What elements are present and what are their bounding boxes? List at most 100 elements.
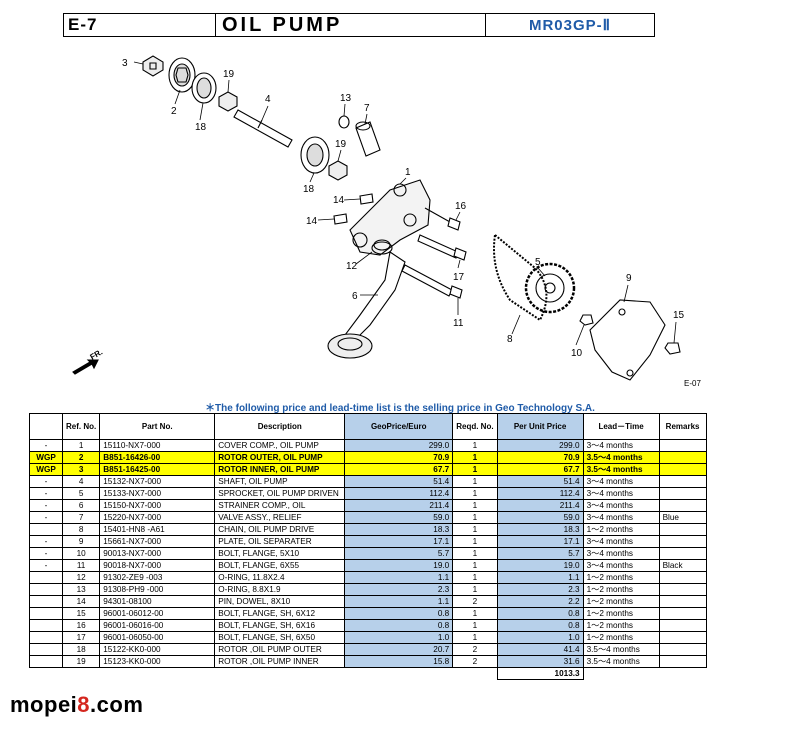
model-code: MR03GP-Ⅱ bbox=[528, 17, 612, 34]
cell-desc: ROTOR ,OIL PUMP OUTER bbox=[214, 643, 346, 656]
cell-reqd: 1 bbox=[452, 487, 498, 500]
cell-desc: SPROCKET, OIL PUMP DRIVEN bbox=[214, 487, 346, 500]
cell-desc: PLATE, OIL SEPARATER bbox=[214, 535, 346, 548]
cell-part: 15661-NX7-000 bbox=[99, 535, 216, 548]
total-spacer-right bbox=[583, 668, 706, 680]
cell-part: 15401-HN8 -A61 bbox=[99, 523, 216, 536]
cell-part: 94301-08100 bbox=[99, 595, 216, 608]
cell-lead: 1～2 months bbox=[582, 571, 660, 584]
cell-ref: 10 bbox=[61, 547, 101, 560]
cell-desc: CHAIN, OIL PUMP DRIVE bbox=[214, 523, 346, 536]
cell-price: 211.4 bbox=[344, 499, 454, 512]
part-17-drawing bbox=[417, 234, 467, 261]
cell-unit: 17.1 bbox=[496, 535, 584, 548]
cell-desc: BOLT, FLANGE, SH, 6X16 bbox=[214, 619, 346, 632]
cell-lead: 3.5～4 months bbox=[582, 655, 660, 668]
cell-flag bbox=[29, 607, 63, 620]
cell-remarks bbox=[658, 595, 707, 608]
cell-reqd: 1 bbox=[452, 547, 498, 560]
cell-ref: 8 bbox=[61, 523, 101, 536]
callout-19: 19 bbox=[223, 69, 235, 80]
section-code: E-7 bbox=[64, 14, 216, 36]
callout-16: 16 bbox=[455, 201, 467, 212]
cell-flag bbox=[29, 643, 63, 656]
cell-part: B851-16425-00 bbox=[99, 463, 216, 476]
cell-flag: WGP bbox=[29, 451, 63, 464]
watermark-prefix: mopei bbox=[10, 692, 78, 717]
callout-3: 3 bbox=[122, 58, 128, 69]
part-10-drawing bbox=[579, 314, 594, 326]
cell-desc: O-RING, 11.8X2.4 bbox=[214, 571, 346, 584]
part-5-drawing bbox=[524, 262, 576, 314]
callout-8: 8 bbox=[507, 334, 513, 345]
cell-ref: 7 bbox=[61, 511, 101, 524]
cell-desc: STRAINER COMP., OIL bbox=[214, 499, 346, 512]
cell-price: 299.0 bbox=[344, 439, 454, 452]
cell-reqd: 1 bbox=[452, 559, 498, 572]
cell-ref: 19 bbox=[61, 655, 101, 668]
part-7-drawing bbox=[355, 121, 381, 157]
cell-ref: 13 bbox=[61, 583, 101, 596]
cell-lead: 3～4 months bbox=[582, 439, 660, 452]
cell-ref: 1 bbox=[61, 439, 101, 452]
part-19-drawing bbox=[218, 91, 238, 112]
cell-reqd: 1 bbox=[452, 439, 498, 452]
cell-unit: 31.6 bbox=[496, 655, 584, 668]
cell-price: 0.8 bbox=[344, 619, 454, 632]
callout-12: 12 bbox=[346, 261, 358, 272]
cell-unit: 0.8 bbox=[496, 619, 584, 632]
part-15-drawing bbox=[664, 342, 681, 355]
cell-flag: - bbox=[29, 439, 63, 452]
cell-remarks bbox=[658, 571, 707, 584]
cell-unit: 299.0 bbox=[496, 439, 584, 452]
front-label: FR. bbox=[89, 347, 105, 361]
cell-ref: 3 bbox=[61, 463, 101, 476]
cell-lead: 1～2 months bbox=[582, 631, 660, 644]
cell-ref: 16 bbox=[61, 619, 101, 632]
header-unit-price: Per Unit Price bbox=[496, 413, 584, 440]
cell-part: B851-16426-00 bbox=[99, 451, 216, 464]
cell-flag: - bbox=[29, 511, 63, 524]
parts-table: Ref. No. Part No. Description GeoPrice/E… bbox=[29, 413, 707, 680]
part-3-drawing bbox=[142, 55, 164, 77]
total-value: 1013.3 bbox=[496, 667, 584, 680]
part-6-drawing bbox=[327, 251, 406, 359]
cell-part: 96001-06012-00 bbox=[99, 607, 216, 620]
header-remarks: Remarks bbox=[658, 413, 707, 440]
cell-reqd: 1 bbox=[452, 607, 498, 620]
cell-desc: PIN, DOWEL, 8X10 bbox=[214, 595, 346, 608]
cell-reqd: 1 bbox=[452, 451, 498, 464]
cell-flag: WGP bbox=[29, 463, 63, 476]
cell-remarks bbox=[658, 631, 707, 644]
cell-flag bbox=[29, 655, 63, 668]
callout-18: 18 bbox=[195, 122, 207, 133]
cell-price: 5.7 bbox=[344, 547, 454, 560]
cell-unit: 59.0 bbox=[496, 511, 584, 524]
cell-lead: 3～4 months bbox=[582, 475, 660, 488]
part-16-drawing bbox=[424, 207, 461, 231]
cell-ref: 6 bbox=[61, 499, 101, 512]
part-14-upper-drawing bbox=[359, 193, 374, 205]
cell-unit: 211.4 bbox=[496, 499, 584, 512]
cell-desc: BOLT, FLANGE, SH, 6X50 bbox=[214, 631, 346, 644]
cell-price: 51.4 bbox=[344, 475, 454, 488]
cell-ref: 4 bbox=[61, 475, 101, 488]
cell-remarks: Black bbox=[658, 559, 707, 572]
cell-desc: BOLT, FLANGE, 6X55 bbox=[214, 559, 346, 572]
callout-18b: 18 bbox=[303, 184, 315, 195]
part-18-drawing bbox=[191, 72, 217, 104]
cell-lead: 1～2 months bbox=[582, 523, 660, 536]
cell-price: 19.0 bbox=[344, 559, 454, 572]
cell-unit: 2.2 bbox=[496, 595, 584, 608]
cell-flag: - bbox=[29, 559, 63, 572]
cell-ref: 5 bbox=[61, 487, 101, 500]
cell-remarks bbox=[658, 619, 707, 632]
cell-ref: 12 bbox=[61, 571, 101, 584]
cell-reqd: 1 bbox=[452, 523, 498, 536]
part-9-drawing bbox=[589, 299, 666, 381]
